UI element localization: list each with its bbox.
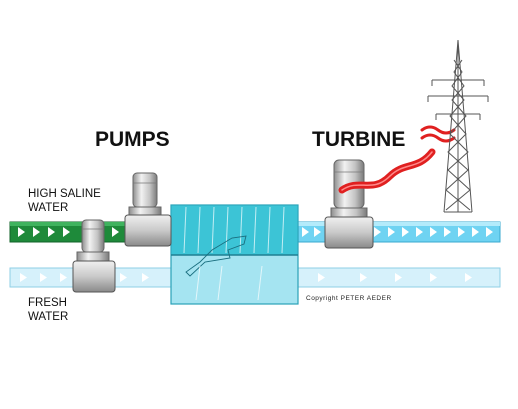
- flow-arrow-icon: [40, 273, 47, 282]
- flow-arrow-icon: [48, 227, 55, 237]
- copyright-text: Copyright PETER AEDER: [306, 295, 392, 302]
- fresh-flow-arrows: [20, 273, 472, 282]
- turbine-icon: [324, 159, 374, 249]
- flow-arrow-icon: [20, 273, 27, 282]
- fresh-water-label-line1: FRESH: [28, 297, 67, 309]
- membrane-chamber: [170, 204, 299, 305]
- flow-arrow-icon: [302, 227, 309, 237]
- fresh-water-label-line2: WATER: [28, 311, 68, 323]
- turbine-label: TURBINE: [312, 128, 405, 151]
- flow-arrow-icon: [430, 273, 437, 282]
- flow-arrow-icon: [374, 227, 381, 237]
- high-saline-label-line1: HIGH SALINE: [28, 188, 101, 200]
- flow-arrow-icon: [465, 273, 472, 282]
- flow-arrow-icon: [444, 227, 451, 237]
- flow-arrow-icon: [416, 227, 423, 237]
- flow-arrow-icon: [18, 227, 25, 237]
- saline-chamber: [170, 204, 299, 256]
- flow-arrow-icon: [33, 227, 40, 237]
- pump-icon: [124, 172, 172, 247]
- flow-arrow-icon: [120, 273, 127, 282]
- flow-arrow-icon: [430, 227, 437, 237]
- saline-flow-arrows: [18, 227, 119, 237]
- flow-arrow-icon: [388, 227, 395, 237]
- flow-arrow-icon: [395, 273, 402, 282]
- flow-arrow-icon: [318, 273, 325, 282]
- pump-icon: [72, 219, 116, 293]
- flow-arrow-icon: [486, 227, 493, 237]
- flow-arrow-icon: [314, 227, 321, 237]
- flow-arrow-icon: [472, 227, 479, 237]
- outlet-flow-arrows: [302, 227, 493, 237]
- flow-arrow-icon: [142, 273, 149, 282]
- flow-arrow-icon: [360, 273, 367, 282]
- flow-arrow-icon: [112, 227, 119, 237]
- pumps-label: PUMPS: [95, 128, 170, 151]
- high-saline-label-line2: WATER: [28, 202, 68, 214]
- power-tower-icon: [427, 39, 489, 213]
- flow-arrow-icon: [63, 227, 70, 237]
- flow-arrow-icon: [60, 273, 67, 282]
- osmosis-flow-path: [185, 235, 247, 277]
- flow-arrow-icon: [458, 227, 465, 237]
- flow-arrow-icon: [402, 227, 409, 237]
